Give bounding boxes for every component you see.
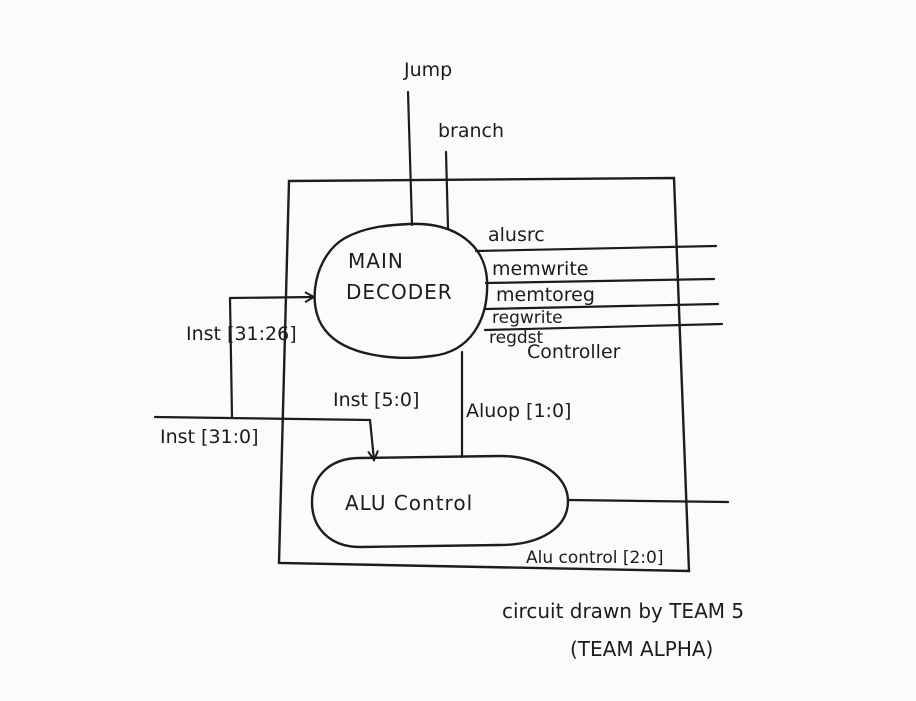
memwrite-wire [484,277,716,285]
inst-31-26-wire [228,297,314,419]
alusrc-wire [474,244,718,253]
inst-5-0-wire [370,418,374,460]
alusrc-label: alusrc [488,224,545,246]
alu-control-block [310,454,570,549]
alucontrol-label: Alu control [2:0] [526,548,664,568]
main-decoder-label-line2: DECODER [346,280,453,304]
branch-label: branch [438,120,504,142]
branch-wire [444,150,450,230]
regwrite-wire [483,322,724,332]
main-decoder-block [313,222,489,359]
regdst-label: regdst [489,328,544,348]
memwrite-label: memwrite [492,258,588,280]
aluop-label: Aluop [1:0] [466,400,571,422]
alu-control-label: ALU Control [345,491,473,515]
inst-5-0-label: Inst [5:0] [333,389,419,411]
caption-line2: (TEAM ALPHA) [570,637,713,661]
regwrite-label: regwrite [492,308,563,328]
caption-line1: circuit drawn by TEAM 5 [502,599,744,623]
alu-control-output-wire [566,498,730,504]
inst-31-0-wire [153,415,372,422]
memtoreg-wire [484,302,720,311]
jump-wire [406,90,414,227]
inst-31-0-label: Inst [31:0] [160,426,259,448]
controller-label: Controller [527,341,621,363]
memtoreg-label: memtoreg [496,284,595,306]
inst-31-26-label: Inst [31:26] [186,323,297,345]
main-decoder-label-line1: MAIN [348,249,404,273]
controller-box [277,176,691,573]
jump-label: Jump [403,59,452,81]
